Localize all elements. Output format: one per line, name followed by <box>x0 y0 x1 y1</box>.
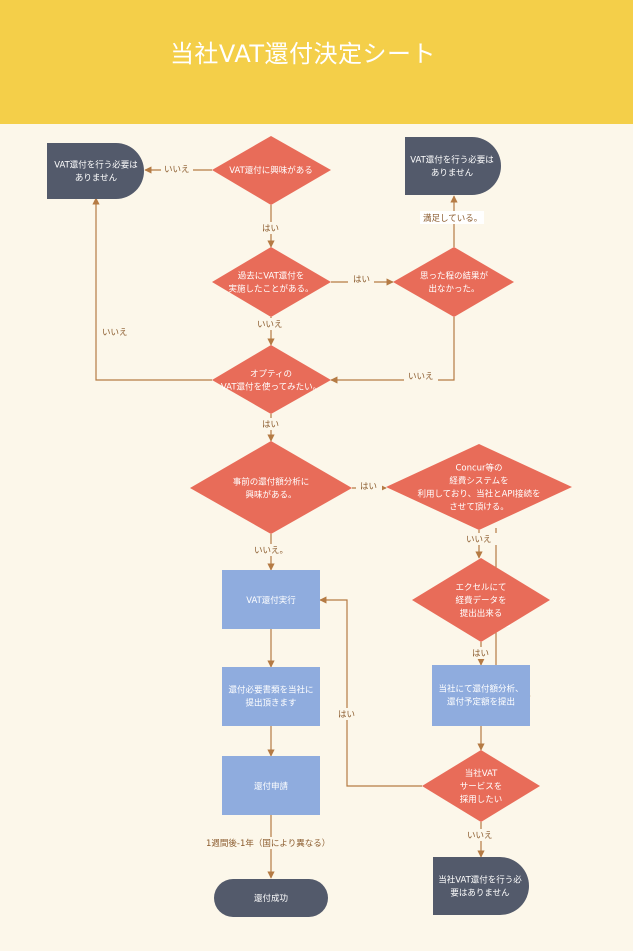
node-text-line: 還付予定額を提出 <box>447 697 515 708</box>
node-text-line: VAT還付実行 <box>246 595 296 606</box>
node-text-line: 当社にて還付額分析、 <box>438 684 523 695</box>
node-text-line: 経費データを <box>455 595 506 606</box>
node-text-line: 提出頂きます <box>245 698 296 709</box>
decision-result <box>393 247 514 317</box>
node-text-line: 要はありません <box>450 889 510 899</box>
label-result-satisfied: 満足している。 <box>423 214 482 224</box>
node-text-line: 興味がある。 <box>245 490 296 501</box>
label-past-no: いいえ <box>257 320 283 330</box>
process-apply-text: 還付申請 <box>254 781 289 792</box>
decision-analysis <box>190 441 352 534</box>
terminal-success-text: 還付成功 <box>254 893 288 904</box>
node-text-line: させて頂ける。 <box>449 503 509 513</box>
terminal-no-need-left-text: VAT還付を行う必要はありません <box>54 160 138 184</box>
node-text-line: 還付必要書類を当社に <box>228 685 313 696</box>
process-execute-text: VAT還付実行 <box>246 595 296 606</box>
decision-excel <box>412 558 550 642</box>
process-analysis <box>432 665 530 726</box>
label-service-no: いいえ <box>467 831 493 841</box>
terminal-no-need-bottom <box>433 857 529 915</box>
node-text-line: 過去にVAT還付を <box>238 271 305 282</box>
label-interest-no: いいえ <box>164 165 190 175</box>
edge-opti-no <box>92 197 212 381</box>
terminal-no-need-left <box>47 143 144 199</box>
node-text-line: VAT還付を行う必要は <box>410 155 494 166</box>
node-text-line: 出なかった。 <box>428 284 479 295</box>
process-analysis-text: 当社にて還付額分析、還付予定額を提出 <box>438 684 523 708</box>
label-opti-no: いいえ <box>102 328 128 338</box>
page-title: 当社VAT還付決定シート <box>169 40 437 68</box>
label-result-no: いいえ <box>408 372 434 382</box>
process-docs-text: 還付必要書類を当社に提出頂きます <box>228 685 313 709</box>
node-text-line: VAT還付を使ってみたい。 <box>221 382 321 393</box>
label-opti-yes: はい <box>262 420 279 430</box>
process-execute <box>222 570 320 629</box>
terminal-no-need-top-text: VAT還付を行う必要はありません <box>410 155 494 179</box>
edge-service-yes <box>319 596 422 787</box>
decision-analysis-text: 事前の還付額分析に興味がある。 <box>233 477 310 501</box>
terminal-no-need-bottom-text: 当社VAT還付を行う必要はありません <box>438 875 522 899</box>
label-excel-yes-down: はい <box>472 649 489 659</box>
edge-result-no <box>330 317 455 384</box>
header-banner <box>0 0 633 124</box>
node-text-line: Concur等の <box>455 463 502 474</box>
decision-opti-text: オプティの VAT還付を使ってみたい。 <box>221 370 321 393</box>
node-text-line: 経費システムを <box>449 476 508 487</box>
node-text-line: サービスを <box>460 782 503 792</box>
node-text-line: 還付申請 <box>254 781 289 792</box>
node-text-line: 事前の還付額分析に <box>233 477 310 488</box>
label-analysis-no: いいえ。 <box>254 546 288 556</box>
decision-concur-text: Concur等の経費システムを利用しており、当社とAPI接続をさせて頂ける。 <box>417 463 540 513</box>
process-docs <box>222 667 320 726</box>
label-analysis-yes: はい <box>360 482 377 492</box>
decision-interest-text: VAT還付に興味がある <box>229 165 313 176</box>
node-text-line: 当社VAT還付を行う必 <box>438 875 522 886</box>
decision-interest <box>212 136 331 205</box>
node-text-line: オプティの <box>250 370 292 380</box>
node-text-line: 提出出来る <box>460 608 503 619</box>
node-text-line: VAT還付を行う必要は <box>54 160 138 171</box>
decision-past <box>212 247 331 317</box>
decision-excel-text: エクセルにて経費データを提出出来る <box>455 583 506 619</box>
node-text-line: 還付成功 <box>254 893 288 904</box>
process-apply <box>222 756 320 815</box>
decision-result-text: 思った程の結果が出なかった。 <box>420 271 489 295</box>
label-past-yes: はい <box>353 275 370 285</box>
node-text-line: 思った程の結果が <box>420 271 489 282</box>
label-service-yes: はい <box>338 710 355 720</box>
terminal-no-need-top <box>405 137 501 195</box>
decision-past-text: 過去にVAT還付を実施したことがある。 <box>228 271 313 295</box>
label-concur-no: いいえ <box>466 535 492 545</box>
node-text-line: エクセルにて <box>455 583 506 593</box>
node-text-line: 利用しており、当社とAPI接続を <box>417 489 540 500</box>
decision-concur <box>386 444 572 530</box>
node-text-line: 採用したい <box>460 794 503 805</box>
decision-service-text: 当社VAT サービスを採用したい <box>460 768 503 805</box>
decision-service <box>422 750 540 822</box>
node-text-line: 当社VAT <box>465 768 498 779</box>
label-interest-yes: はい <box>262 224 279 234</box>
terminal-success <box>214 879 328 917</box>
label-duration: 1週間後-1年（国により異なる） <box>206 838 330 849</box>
node-text-line: 実施したことがある。 <box>228 284 313 295</box>
node-text-line: ありません <box>75 174 118 184</box>
decision-opti <box>212 345 331 414</box>
node-text-line: ありません <box>431 169 474 179</box>
node-text-line: VAT還付に興味がある <box>229 165 313 176</box>
